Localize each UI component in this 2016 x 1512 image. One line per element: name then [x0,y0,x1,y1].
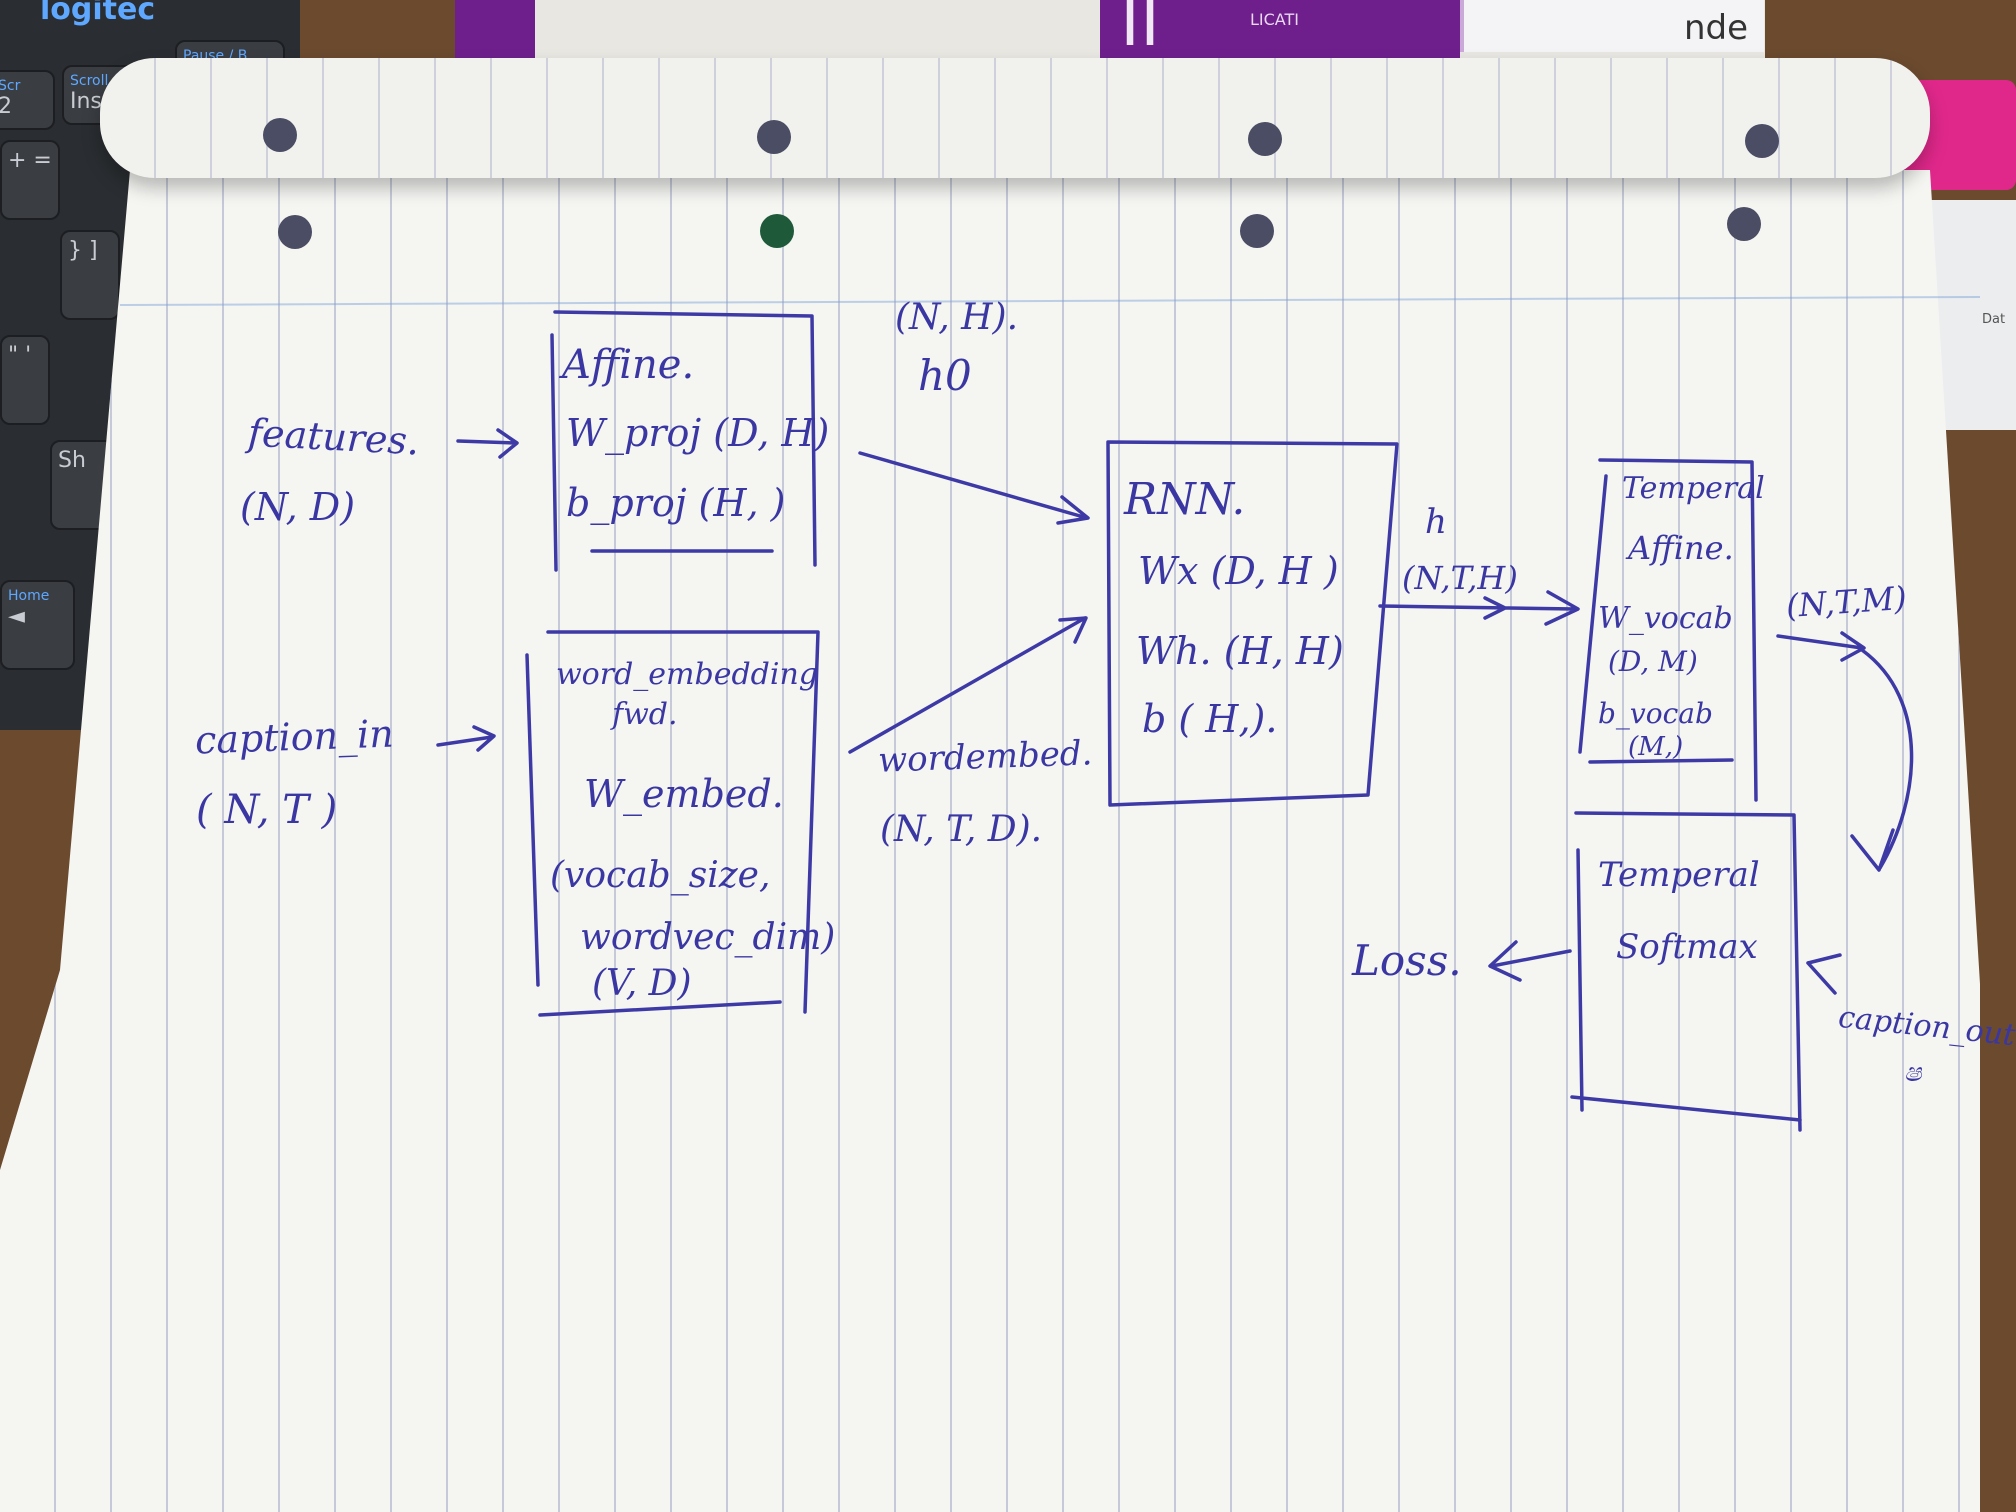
h0-label: h0 [918,351,972,400]
punch-hole [757,120,791,154]
key: } ] [60,230,120,320]
taffine-title-2: Affine. [1628,529,1734,567]
wordembed-shape: (N, T, D). [880,809,1043,850]
arrow-features [456,428,519,459]
key: " ' [0,335,50,425]
h0-shape: (N, H). [895,297,1019,338]
book-title-strip: nde [1460,0,1764,52]
embed-title-2: fwd. [612,697,678,732]
rnn-wx: Wx (D, H ) [1138,549,1339,593]
arrow-scores-curve [1850,648,1914,872]
book-cover-purple: ll LICATI [1100,0,1460,62]
paper-label: Dat [1982,312,2006,327]
caption-in-shape: ( N, T ) [196,787,338,833]
rnn-wh: Wh. (H, H) [1136,629,1344,673]
keyboard-brand: logitec [40,0,156,27]
page-fold [100,58,1930,178]
taffine-bvocab: b_vocab [1598,697,1713,730]
taffine-wvocab-shape: (D, M) [1608,645,1698,678]
h-shape: (N,T,H) [1402,559,1518,597]
punch-hole [1248,122,1282,156]
key: Home◄ [0,580,75,670]
arrow-rnn-out [1378,590,1580,626]
embed-box-left [525,653,540,987]
taffine-box-bottom [1588,758,1734,764]
embed-shape: (V, D) [592,963,692,1004]
h-label: h [1425,502,1447,542]
wordembed-label: wordembed. [877,733,1094,781]
taffine-box-left [1578,474,1608,754]
tsoftmax-title-2: Softmax [1616,927,1758,967]
punch-hole [1745,124,1779,158]
notebook-page [0,170,1980,1512]
punch-hole [760,214,794,248]
taffine-box-right [1598,458,1758,802]
rnn-box [1106,440,1399,807]
embed-box-frame [546,630,820,1014]
book-cover-purple [455,0,535,60]
punch-hole [278,215,312,249]
embed-box-bottom [538,1000,782,1017]
book-title-fragment: nde [1684,8,1749,48]
taffine-wvocab: W_vocab [1598,601,1733,636]
punch-hole [1240,214,1274,248]
embed-vocab-size: (vocab_size, [550,855,771,896]
scores-shape: (N,T,M) [1784,578,1908,626]
arrow-caption-in [436,725,496,752]
embed-wembed: W_embed. [584,772,784,816]
features-shape: (N, D) [240,485,356,529]
affine-box-left [550,333,558,572]
key: + = [0,140,60,220]
rnn-b: b ( H,). [1142,697,1278,741]
book-text-fragment: LICATI [1250,10,1299,29]
arrow-wordembed [848,616,1088,754]
book-title-fragment: ll [1120,0,1161,62]
tsoftmax-title: Temperal [1598,855,1760,895]
affine-wproj: W_proj (D, H) [566,411,830,455]
arrow-h0 [858,451,1090,525]
tsoftmax-box-left [1576,848,1584,1112]
features-label: features. [246,410,421,464]
caption-out-scribble: ෂ [1904,1058,1922,1088]
loss-label: Loss. [1352,936,1462,985]
punch-hole [1727,207,1761,241]
affine-title: Affine. [562,342,695,388]
arrow-loss [1488,940,1572,982]
tsoftmax-box-bottom [1570,1095,1802,1122]
arrow-caption-out [1806,953,1842,995]
affine-bproj: b_proj (H, ) [566,481,786,525]
caption-in-label: caption_in [194,711,395,763]
embed-title: word_embedding [556,657,818,692]
embed-wordvec-dim: wordvec_dim) [580,917,836,958]
tsoftmax-box-right [1574,811,1802,1132]
rnn-title: RNN. [1124,474,1246,525]
punch-hole [263,118,297,152]
affine-box-frame [553,310,817,567]
taffine-bvocab-shape: (M,) [1628,732,1684,762]
arrow-scores-head [1776,631,1866,662]
taffine-title: Temperal [1622,471,1765,506]
